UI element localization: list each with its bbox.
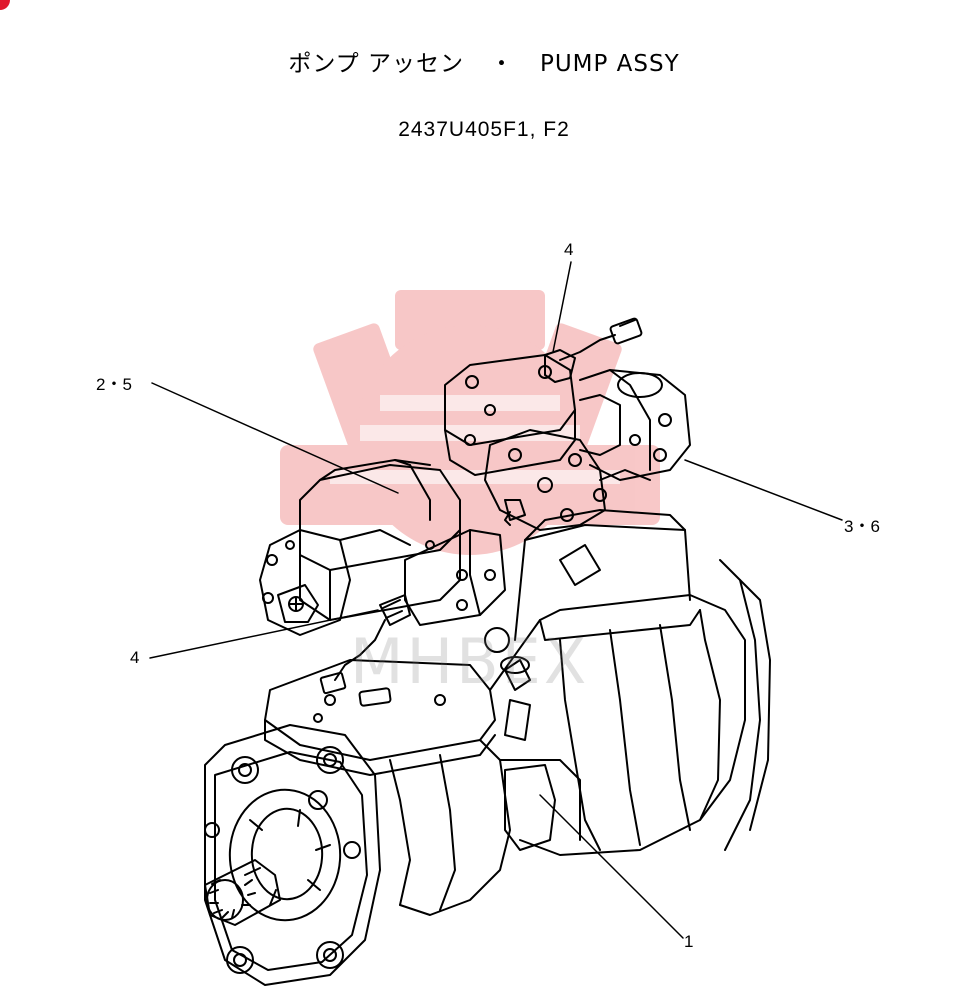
- part-number: 2437U405F1, F2: [398, 118, 570, 141]
- regulator-right: [444, 354, 691, 531]
- leader-4-left: [149, 609, 379, 659]
- callout-3-6: 3・6: [844, 517, 880, 536]
- gear-watermark-icon: [280, 290, 660, 555]
- regulator-left: [259, 459, 506, 695]
- main-pump-body: [264, 509, 771, 916]
- watermark-text: MHBEX: [350, 625, 590, 698]
- leader-2-5: [151, 382, 399, 494]
- title-japanese: ポンプ アッセン: [288, 51, 464, 77]
- input-shaft: [204, 859, 281, 926]
- leader-3-6: [684, 459, 843, 521]
- callout-2-5: 2・5: [96, 375, 132, 394]
- callout-4-left: 4: [130, 648, 140, 667]
- pressure-sensor-top: [544, 317, 643, 383]
- callout-leaders: [149, 261, 843, 939]
- title-english: PUMP ASSY: [539, 51, 680, 77]
- callout-1: 1: [684, 932, 694, 951]
- title-separator: ・: [489, 51, 514, 77]
- corner-mark-icon: [0, 0, 10, 10]
- leader-1: [539, 794, 684, 939]
- front-flange: [204, 724, 381, 986]
- diagram-title: ポンプ アッセン・ PUMP ASSY: [0, 44, 968, 78]
- callout-4-top: 4: [564, 240, 574, 259]
- leader-4-top: [552, 261, 572, 353]
